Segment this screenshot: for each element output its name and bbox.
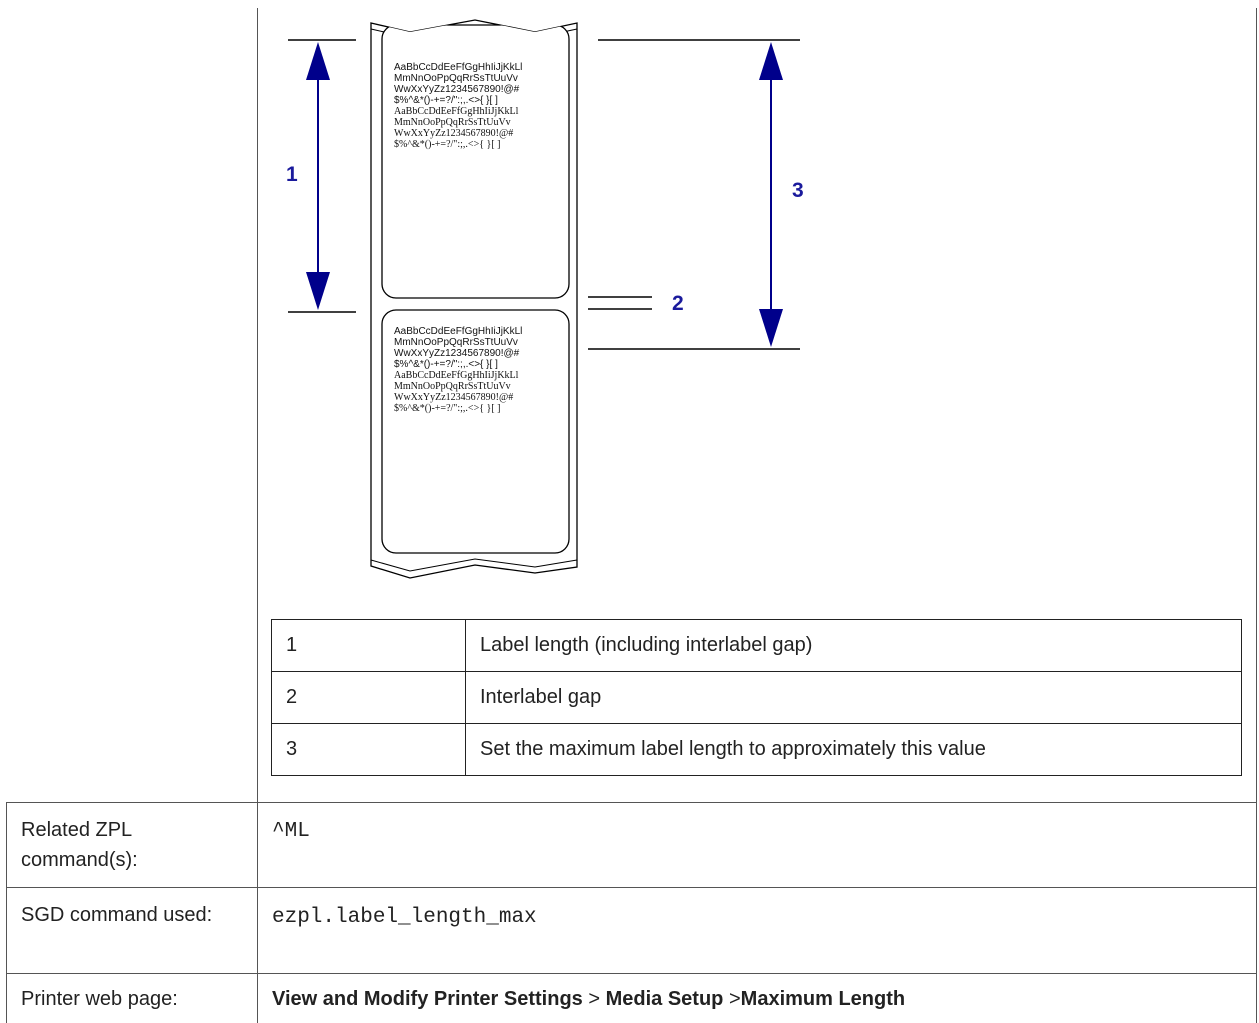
arrow-head-down [306, 272, 330, 310]
table-row: 1 Label length (including interlabel gap… [271, 619, 1242, 672]
sample-text-line: MmNnOoPpQqRrSsTtUuVv [394, 337, 518, 348]
sample-text-line: MmNnOoPpQqRrSsTtUuVv [394, 73, 518, 84]
callout-legend-table: 1 Label length (including interlabel gap… [271, 619, 1242, 776]
web-row-label: Printer web page: [21, 988, 178, 1010]
table-column-divider [257, 8, 258, 1023]
sample-text-line: WwXxYyZz1234567890!@# [394, 84, 520, 95]
label-top [381, 24, 570, 299]
sample-text-line: $%^&*()-+=?/":;,.<>{ }[ ] [394, 95, 498, 106]
legend-number: 2 [271, 671, 466, 724]
sample-text-line: MmNnOoPpQqRrSsTtUuVv [394, 117, 511, 128]
table-right-border [1256, 8, 1257, 1023]
table-row: 2 Interlabel gap [271, 671, 1242, 724]
sgd-row-label: SGD command used: [21, 904, 213, 926]
sample-text-line: AaBbCcDdEeFfGgHhIiJjKkLl [394, 370, 519, 381]
label-bottom [381, 309, 570, 554]
callout-number: 1 [286, 163, 298, 186]
row-divider [6, 802, 1257, 803]
sample-text-line: AaBbCcDdEeFfGgHhIiJjKkLl [394, 326, 522, 337]
path-separator: > [588, 988, 601, 1010]
web-page-path: View and Modify Printer Settings > Media… [272, 988, 905, 1011]
path-separator: > [728, 988, 741, 1010]
table-left-border [6, 802, 7, 1023]
legend-number: 3 [271, 723, 466, 776]
sample-text-line: AaBbCcDdEeFfGgHhIiJjKkLl [394, 62, 522, 73]
label-length-diagram: AaBbCcDdEeFfGgHhIiJjKkLl MmNnOoPpQqRrSsT… [286, 19, 804, 579]
arrow-head-down [759, 309, 783, 347]
liner-edge-inner-bottom [370, 558, 578, 572]
callout-number: 2 [672, 292, 684, 315]
web-path-segment: Maximum Length [740, 988, 906, 1010]
sample-text-line: $%^&*()-+=?/":;,.<>{ }[ ] [394, 139, 500, 150]
callout-number: 3 [792, 179, 804, 202]
legend-description: Interlabel gap [465, 671, 1242, 724]
zpl-command-value: ^ML [272, 820, 310, 843]
row-divider [6, 973, 1257, 974]
arrow-head-up [306, 42, 330, 80]
zpl-row-label: Related ZPL command(s): [21, 819, 138, 871]
legend-description: Label length (including interlabel gap) [465, 619, 1242, 672]
row-divider [6, 887, 1257, 888]
web-path-segment: Media Setup [605, 988, 724, 1010]
legend-number: 1 [271, 619, 466, 672]
sample-text-line: $%^&*()-+=?/":;,.<>{ }[ ] [394, 403, 500, 414]
sample-text-line: $%^&*()-+=?/":;,.<>{ }[ ] [394, 359, 498, 370]
sample-text-line: MmNnOoPpQqRrSsTtUuVv [394, 381, 511, 392]
sample-text-line: WwXxYyZz1234567890!@# [394, 128, 513, 139]
sample-text-line: AaBbCcDdEeFfGgHhIiJjKkLl [394, 106, 519, 117]
table-row: 3 Set the maximum label length to approx… [271, 723, 1242, 776]
sample-text-line: WwXxYyZz1234567890!@# [394, 348, 520, 359]
sample-text-line: WwXxYyZz1234567890!@# [394, 392, 513, 403]
arrow-head-up [759, 42, 783, 80]
legend-description: Set the maximum label length to approxim… [465, 723, 1242, 776]
sgd-command-value: ezpl.label_length_max [272, 906, 537, 929]
web-path-segment: View and Modify Printer Settings [272, 988, 583, 1010]
